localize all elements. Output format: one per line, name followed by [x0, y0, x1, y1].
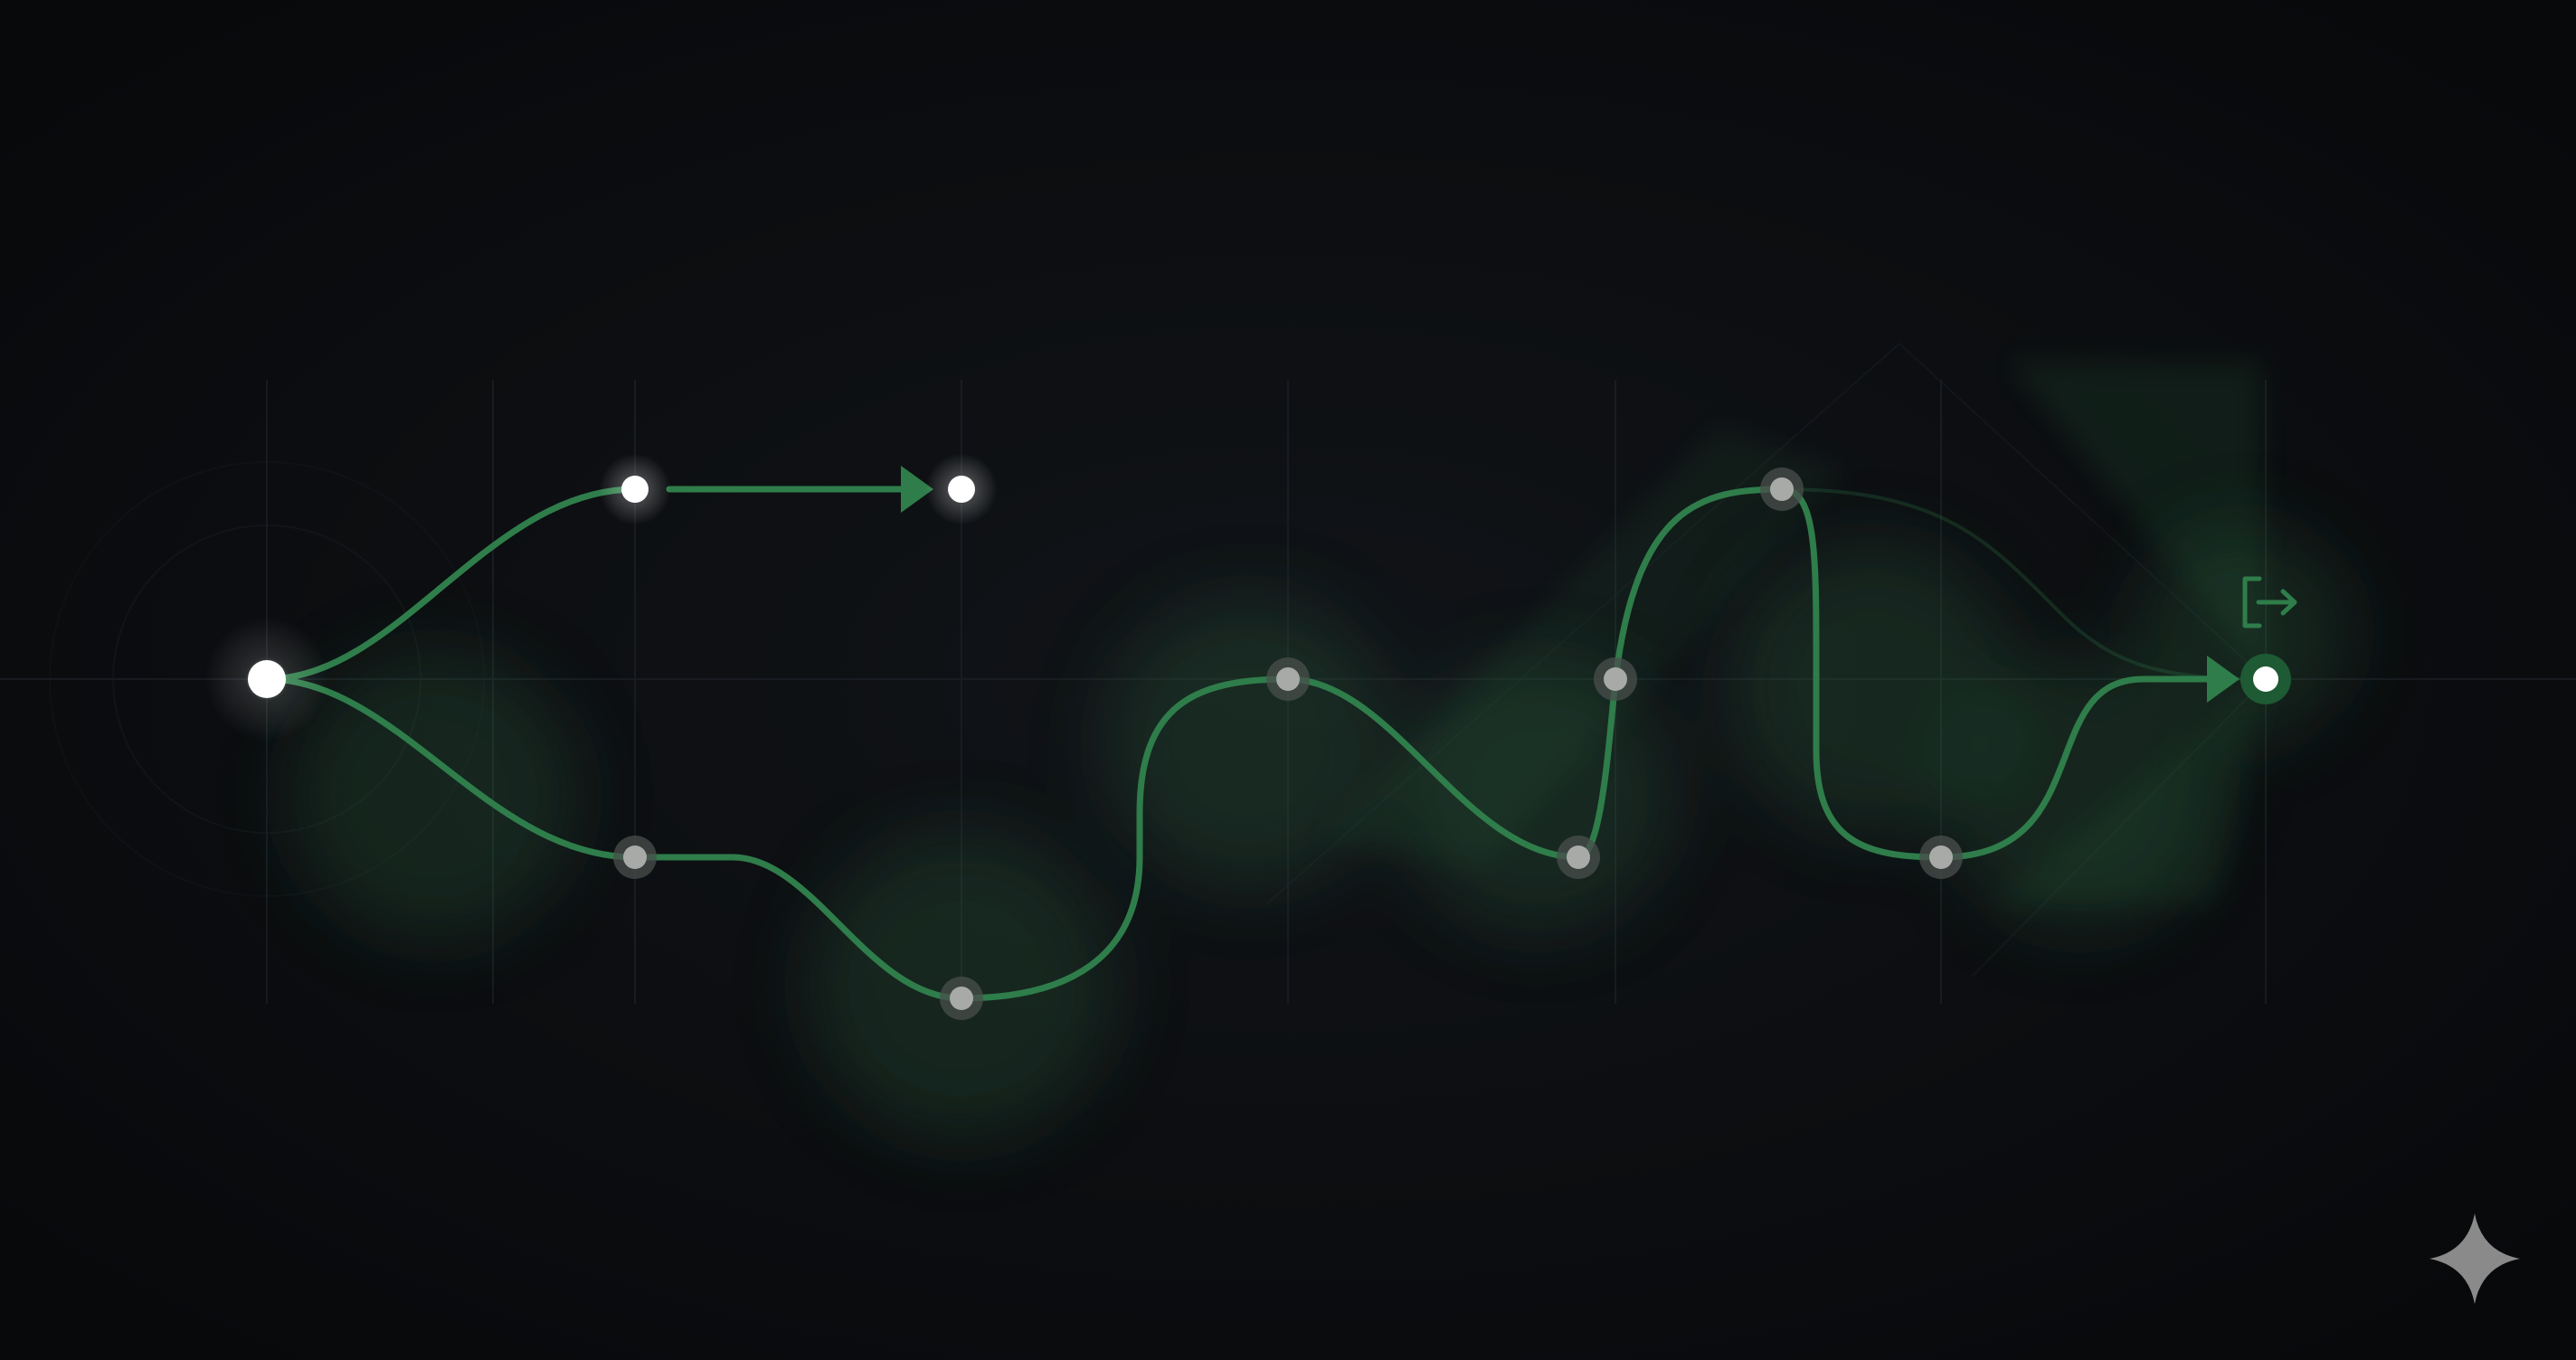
node-dot [948, 476, 975, 503]
nodes [204, 453, 2291, 1020]
ghost-path [1781, 487, 2267, 681]
node-mid-2 [1594, 657, 1637, 701]
edges [263, 466, 2267, 1002]
node-end [2240, 654, 2291, 704]
glow-spot [1728, 543, 2017, 832]
four-point-sparkle-icon [2429, 1214, 2520, 1304]
node-lower-3 [1557, 836, 1600, 879]
node-lower-4 [1919, 836, 1963, 879]
glow-spot [2135, 524, 2352, 741]
node-dot [1276, 667, 1300, 691]
node-dot [623, 845, 647, 869]
edge-mid-2-to-upper-3 [1612, 486, 1785, 683]
node-dot [1567, 845, 1590, 869]
glow-spot [289, 651, 579, 940]
arrowhead-end [2207, 656, 2240, 703]
node-upper-branch-a [599, 453, 671, 525]
node-dot [1770, 477, 1794, 501]
node-start [204, 616, 330, 742]
edge-upper-3-to-lower-4 [1778, 486, 1945, 861]
node-dot [248, 660, 286, 698]
node-dot [2253, 666, 2278, 692]
node-upper-branch-b [925, 453, 998, 525]
glow-spot [1402, 660, 1673, 931]
glow-spot [1945, 660, 2216, 931]
arrowhead-upper-branch [901, 466, 933, 513]
edge-lower-4-to-end [1937, 675, 2211, 861]
node-dot [950, 987, 973, 1010]
node-dot [621, 476, 649, 503]
node-lower-2 [940, 977, 983, 1020]
edge-lower-2-to-mid-1 [958, 675, 1292, 1002]
edge-mid-1-to-lower-3 [1284, 675, 1582, 861]
node-dot [1604, 667, 1627, 691]
glow-spot [1103, 597, 1393, 886]
node-lower-1 [613, 836, 657, 879]
node-upper-3 [1760, 468, 1804, 511]
node-dot [1929, 845, 1953, 869]
edge-lower-1-to-lower-2 [631, 854, 965, 1002]
exit-door-arrow-icon [2242, 576, 2297, 628]
node-mid-1 [1266, 657, 1310, 701]
